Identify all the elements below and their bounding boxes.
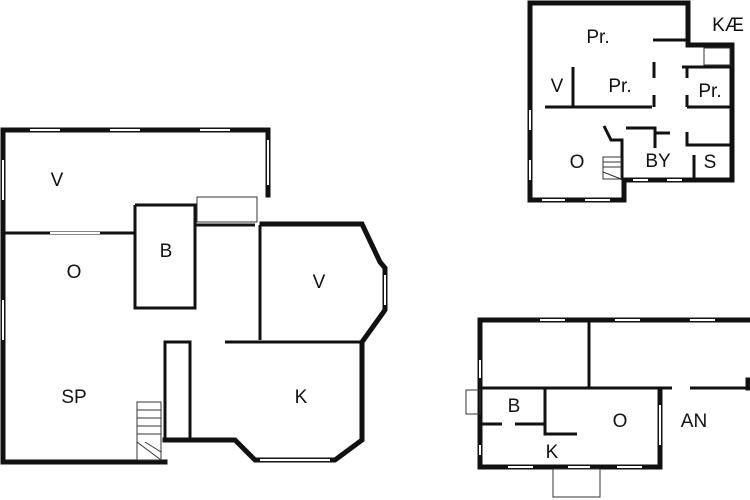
room-label-bath: B bbox=[159, 241, 173, 262]
room-label-pr-1: Pr. bbox=[586, 27, 610, 48]
room-label-annex-k: K bbox=[545, 442, 559, 463]
room-label-annex-o: O bbox=[612, 411, 628, 432]
room-label-living: V bbox=[50, 170, 64, 191]
room-label-living-2: V bbox=[312, 272, 326, 293]
stairs-icon bbox=[136, 401, 162, 461]
stairs-icon bbox=[602, 156, 622, 180]
room-label-by: BY bbox=[645, 151, 671, 172]
room-label-s: S bbox=[703, 152, 717, 173]
room-label-office: O bbox=[66, 262, 82, 283]
room-label-dining: SP bbox=[61, 387, 87, 408]
room-label-pr-2: Pr. bbox=[608, 76, 632, 97]
upper-floor-plan bbox=[527, 0, 735, 203]
room-label-v: V bbox=[550, 76, 564, 97]
room-label-kae: KÆ bbox=[712, 15, 744, 36]
room-label-pr-3: Pr. bbox=[698, 81, 722, 102]
room-label-o: O bbox=[569, 152, 585, 173]
room-label-annex-an: AN bbox=[680, 411, 708, 432]
room-label-kitchen: K bbox=[294, 387, 308, 408]
room-label-annex-b: B bbox=[507, 396, 521, 417]
annex-plan bbox=[465, 317, 750, 498]
ground-floor-plan bbox=[0, 127, 388, 465]
